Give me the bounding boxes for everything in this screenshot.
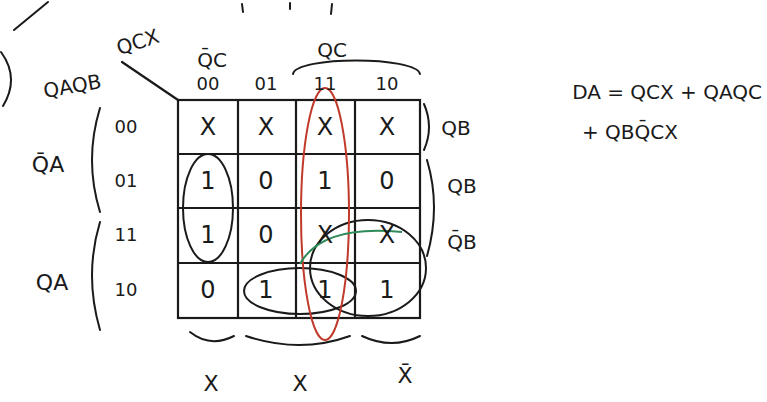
column-header: 10: [376, 75, 399, 93]
bracket: [293, 61, 420, 75]
group-label: X: [292, 373, 307, 395]
group-label: QA: [36, 272, 68, 294]
bracket: [424, 104, 429, 150]
table-cell: X: [200, 115, 216, 139]
group-label: QB: [441, 118, 470, 138]
red-loop: [301, 88, 349, 340]
circle-fragment: [1, 52, 11, 106]
row-header: 10: [115, 281, 138, 299]
row-header: 01: [115, 172, 138, 190]
grid-border: [178, 100, 420, 318]
group-label: X̄: [397, 365, 412, 387]
row-header: 00: [115, 118, 138, 136]
table-cell: 0: [200, 278, 215, 302]
column-header: 00: [197, 75, 220, 93]
bracket: [362, 336, 420, 343]
column-header: 11: [314, 75, 337, 93]
table-cell: X: [379, 115, 395, 139]
bracket: [92, 108, 100, 212]
bracket: [427, 160, 434, 256]
brackets: [1, 2, 434, 345]
kmap-grid: [122, 62, 420, 318]
pen-mark: [242, 4, 243, 12]
table-cell: 1: [200, 223, 215, 247]
table-cell: 1: [200, 169, 215, 193]
equation: DA = QCX + QAQC: [572, 82, 762, 102]
group-label: Q̄A: [32, 154, 64, 176]
grid-line: [178, 207, 420, 209]
table-cell: 0: [379, 169, 394, 193]
group-label: Q̄B: [447, 232, 476, 252]
group-label: QB: [447, 176, 476, 196]
group-label: Q̄C: [197, 50, 227, 70]
bracket: [190, 332, 234, 341]
table-cell: 1: [379, 278, 394, 302]
pen-mark: [331, 4, 332, 14]
grid-line: [178, 262, 420, 264]
table-cell: 1: [317, 278, 332, 302]
group-loop: [244, 268, 356, 314]
table-cell: X: [379, 223, 395, 247]
pen-mark: [289, 3, 291, 9]
group-label: X: [203, 373, 218, 395]
corner-label: QCX: [114, 26, 161, 58]
equation: + QBQ̄CX: [582, 122, 678, 142]
table-cell: 0: [258, 169, 273, 193]
corner-diagonal: [122, 62, 178, 100]
bracket: [246, 336, 350, 345]
groupings: [183, 88, 426, 340]
group-loop: [183, 154, 233, 262]
table-cell: 1: [317, 169, 332, 193]
column-header: 01: [255, 75, 278, 93]
row-header: 11: [115, 226, 138, 244]
table-cell: 0: [258, 223, 273, 247]
table-cell: X: [258, 115, 274, 139]
corner-label: QAQB: [41, 71, 102, 101]
group-label: QC: [317, 40, 347, 60]
table-cell: X: [317, 115, 333, 139]
table-cell: X: [317, 223, 333, 247]
pen-stroke: [14, 2, 48, 30]
bracket: [92, 222, 100, 330]
table-cell: 1: [258, 278, 273, 302]
group-loop: [310, 220, 426, 316]
